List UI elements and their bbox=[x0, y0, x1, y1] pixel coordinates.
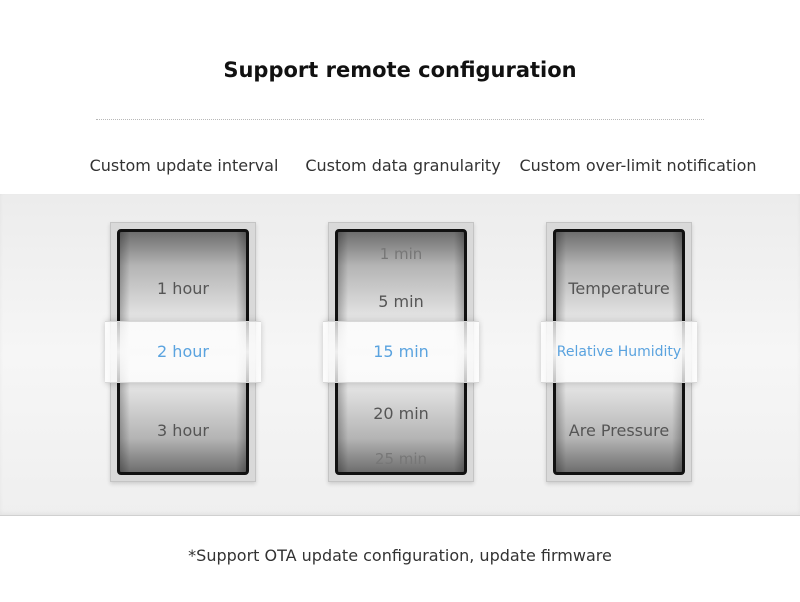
label-data-granularity: Custom data granularity bbox=[305, 156, 501, 175]
picker-option-selected[interactable]: Relative Humidity bbox=[556, 344, 682, 360]
data-granularity-picker[interactable]: 1 min 5 min 20 min 25 min 15 min bbox=[323, 222, 479, 482]
picker-option-selected[interactable]: 15 min bbox=[373, 342, 429, 361]
footnote: *Support OTA update configuration, updat… bbox=[188, 546, 612, 565]
picker-option-selected[interactable]: 2 hour bbox=[157, 342, 209, 361]
picker-option[interactable]: 20 min bbox=[373, 404, 429, 423]
picker-option[interactable]: Are Pressure bbox=[568, 421, 670, 440]
selection-highlight: 15 min bbox=[323, 321, 479, 383]
label-update-interval: Custom update interval bbox=[89, 156, 279, 175]
picker-option[interactable]: 1 hour bbox=[157, 279, 209, 298]
selection-highlight: 2 hour bbox=[105, 321, 261, 383]
label-over-limit-notification: Custom over-limit notification bbox=[519, 156, 757, 175]
picker-option[interactable]: 1 min bbox=[379, 245, 423, 263]
over-limit-notification-picker[interactable]: Temperature Are Pressure Relative Humidi… bbox=[541, 222, 697, 482]
title-divider bbox=[96, 119, 704, 120]
picker-option[interactable]: Temperature bbox=[568, 279, 670, 298]
update-interval-picker[interactable]: 1 hour 3 hour 2 hour bbox=[105, 222, 261, 482]
picker-option[interactable]: 3 hour bbox=[157, 421, 209, 440]
picker-option[interactable]: 5 min bbox=[378, 292, 424, 311]
page-title: Support remote configuration bbox=[223, 58, 577, 82]
picker-option[interactable]: 25 min bbox=[374, 450, 428, 468]
selection-highlight: Relative Humidity bbox=[541, 321, 697, 383]
